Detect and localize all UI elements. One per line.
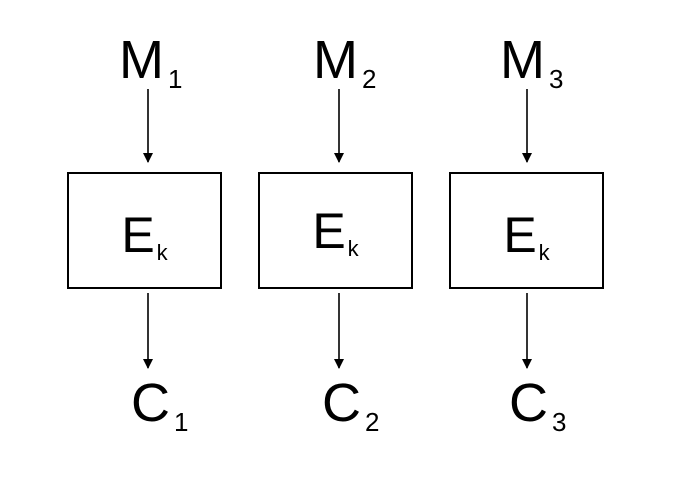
plaintext-3-letter: M [500,30,545,90]
ciphertext-3-letter: C [509,373,548,433]
ciphertext-3-index: 3 [552,407,567,437]
encryption-1-key: k [156,240,168,265]
ciphertext-2-letter: C [322,373,361,433]
plaintext-2-index: 2 [361,64,377,94]
plaintext-1-index: 1 [167,64,183,94]
encryption-2-letter: E [312,203,346,259]
encryption-3-letter: E [503,207,537,263]
encryption-box-3: Ek [449,172,604,289]
encryption-label-3: Ek [451,207,602,264]
plaintext-3-index: 3 [548,64,564,94]
ciphertext-1-letter: C [131,373,170,433]
encryption-2-key: k [347,236,359,261]
encryption-box-1: Ek [67,172,222,289]
encryption-box-2: Ek [258,172,413,289]
plaintext-1-letter: M [119,30,164,90]
encryption-label-1: Ek [69,207,220,264]
encryption-1-letter: E [121,207,155,263]
plaintext-2-letter: M [313,30,358,90]
encryption-3-key: k [538,240,550,265]
ciphertext-2-index: 2 [365,407,380,437]
encryption-label-2: Ek [260,203,411,260]
ciphertext-1-index: 1 [174,407,189,437]
